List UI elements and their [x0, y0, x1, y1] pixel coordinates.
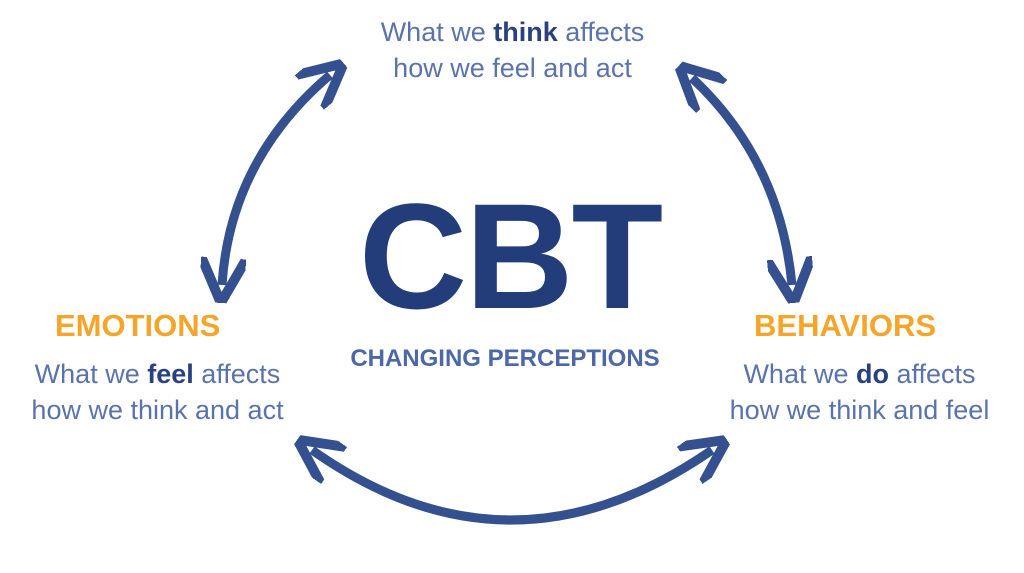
behaviors-heading: BEHAVIORS [754, 308, 937, 343]
text: affects [888, 359, 976, 389]
text: What we [34, 359, 148, 389]
arrow-thoughts-emotions [222, 75, 330, 285]
emotions-text: What we feel affects how we think and ac… [5, 356, 310, 428]
text: affects [193, 359, 281, 389]
bold-text: feel [147, 359, 194, 389]
emotions-heading: EMOTIONS [55, 308, 221, 343]
text: how we think and act [31, 395, 284, 425]
text: how we feel and act [393, 53, 632, 83]
arrow-emotions-behaviors [312, 450, 712, 525]
text: affects [557, 17, 645, 47]
bold-text: do [855, 359, 889, 389]
text: What we [380, 17, 494, 47]
arrow-thoughts-behaviors [692, 78, 792, 285]
text: how we think and feel [729, 395, 990, 425]
text: What we [743, 359, 856, 389]
behaviors-text: What we do affects how we think and feel [702, 356, 1017, 428]
bold-text: think [493, 17, 558, 47]
thoughts-text: What we think affects how we feel and ac… [340, 14, 685, 86]
cbt-subtitle: CHANGING PERCEPTIONS [350, 345, 660, 372]
cbt-title: CBT [358, 172, 663, 340]
